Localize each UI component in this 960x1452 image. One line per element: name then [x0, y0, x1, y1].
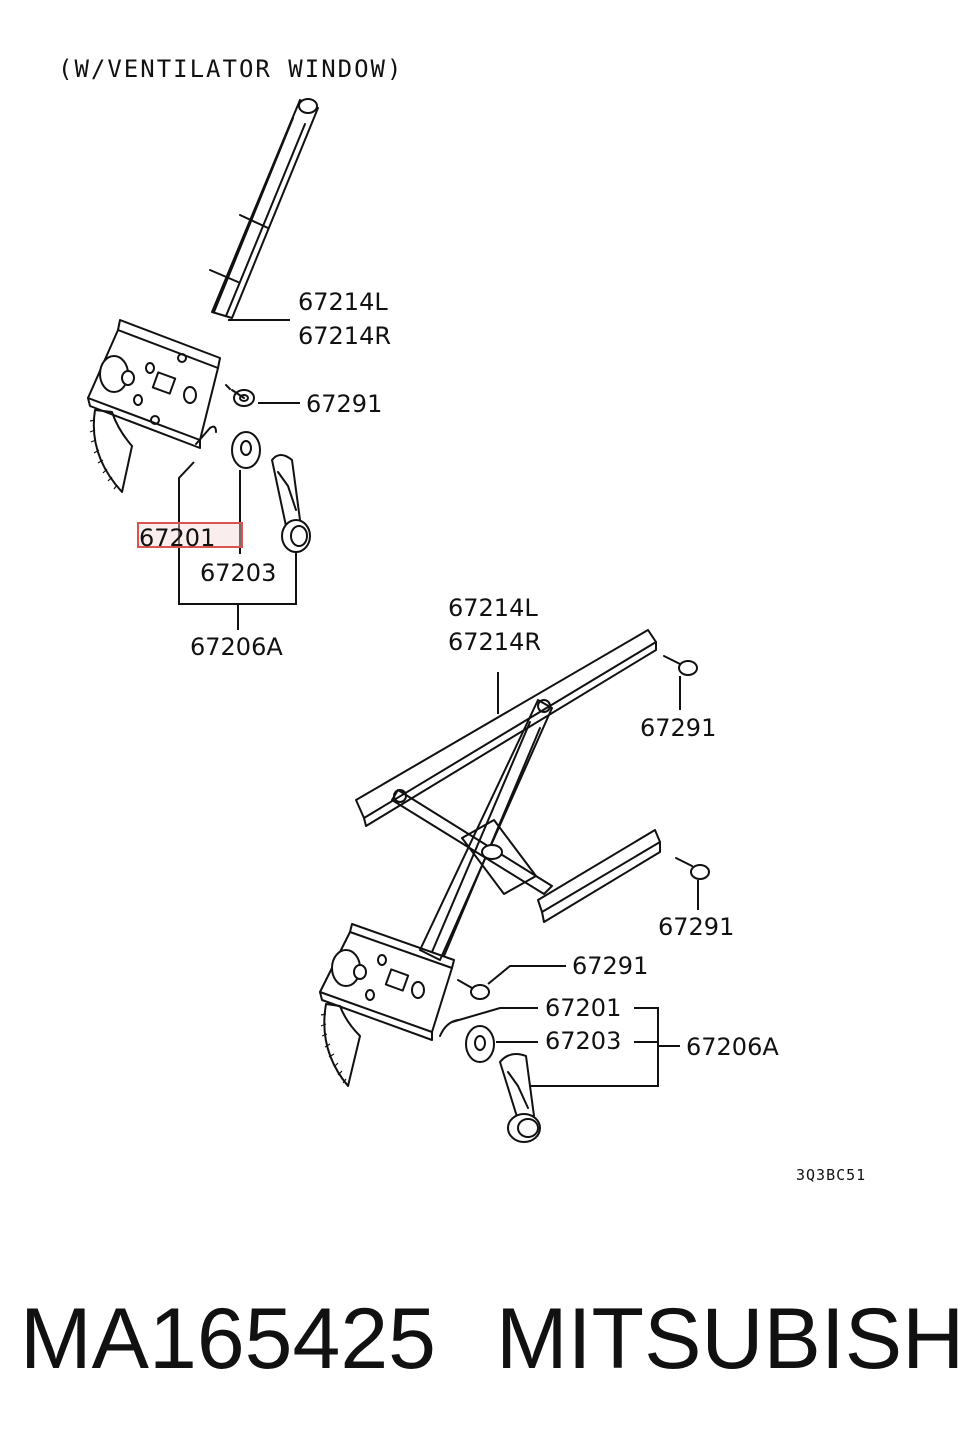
- upper-bolt-67291: [225, 384, 255, 407]
- label-lower-67291-mid: 67291: [658, 913, 734, 941]
- footer: MA165425 MITSUBISHI: [0, 1290, 960, 1400]
- figure-code: 3Q3BC51: [796, 1166, 866, 1184]
- lower-window-regulator: [319, 629, 661, 1087]
- highlight-box: [137, 522, 243, 548]
- label-upper-67203: 67203: [200, 559, 276, 587]
- leader-lower-67206A: [634, 1041, 680, 1047]
- label-lower-67291-top: 67291: [640, 714, 716, 742]
- label-lower-67201: 67201: [545, 994, 621, 1022]
- label-lower-67203: 67203: [545, 1027, 621, 1055]
- lower-clip-icon: [439, 1019, 459, 1037]
- label-upper-67206A: 67206A: [190, 633, 283, 661]
- leader-lower-67291-low: [487, 965, 566, 985]
- label-upper-67214R: 67214R: [298, 322, 391, 350]
- lower-escutcheon-icon: [465, 1025, 495, 1063]
- label-lower-67214R: 67214R: [448, 628, 541, 656]
- part-number: MA165425: [20, 1291, 436, 1387]
- label-lower-67291-low: 67291: [572, 952, 648, 980]
- upper-window-regulator: [87, 98, 319, 493]
- lower-bolt-top-icon: [663, 655, 698, 676]
- variant-note: (W/VENTILATOR WINDOW): [58, 55, 403, 83]
- brand-name: MITSUBISHI: [496, 1291, 960, 1387]
- upper-handle-icon: [271, 454, 311, 553]
- label-lower-67206A: 67206A: [686, 1033, 779, 1061]
- upper-clip-icon: [195, 425, 217, 445]
- label-upper-67214L: 67214L: [298, 288, 388, 316]
- upper-escutcheon-icon: [231, 431, 261, 469]
- label-upper-67291: 67291: [306, 390, 382, 418]
- leader-lower-67201: [451, 1007, 538, 1023]
- lower-bolt-mid-icon: [675, 857, 710, 880]
- lower-bolt-low-icon: [457, 979, 490, 1000]
- leader-upper-bracket: [178, 461, 297, 605]
- label-lower-67214L: 67214L: [448, 594, 538, 622]
- lower-handle-icon: [499, 1053, 541, 1143]
- label-upper-67201-highlighted: 67201: [139, 524, 215, 552]
